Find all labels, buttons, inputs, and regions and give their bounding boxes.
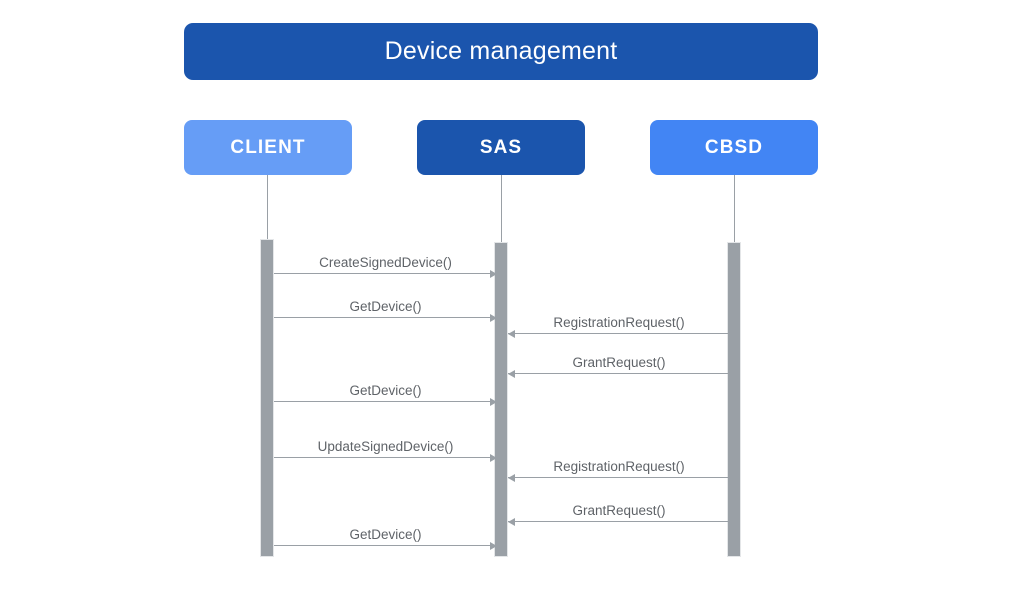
message-label: RegistrationRequest() [553, 458, 685, 474]
arrow-right-icon [490, 397, 497, 406]
actor-label-cbsd: CBSD [704, 137, 764, 158]
message-label: GrantRequest() [572, 354, 666, 370]
message-grant-request-2[interactable]: GrantRequest() [508, 492, 730, 526]
message-create-signed-device[interactable]: CreateSignedDevice() [274, 244, 497, 278]
message-line [274, 545, 497, 546]
message-get-device-3[interactable]: GetDevice() [274, 516, 497, 550]
actor-label-sas: SAS [479, 137, 523, 158]
message-label: GetDevice() [349, 298, 422, 314]
message-line [508, 477, 730, 478]
arrow-left-icon [508, 517, 515, 526]
arrow-left-icon [508, 369, 515, 378]
message-line [508, 333, 730, 334]
actor-label-client: CLIENT [230, 137, 306, 158]
arrow-right-icon [490, 453, 497, 462]
actor-box-sas[interactable]: SAS [417, 120, 585, 175]
message-label: CreateSignedDevice() [319, 254, 452, 270]
message-line [274, 401, 497, 402]
activation-bar-client [260, 239, 274, 557]
actor-box-cbsd[interactable]: CBSD [650, 120, 818, 175]
message-line [274, 457, 497, 458]
actor-box-client[interactable]: CLIENT [184, 120, 352, 175]
message-label: GetDevice() [349, 382, 422, 398]
message-get-device-2[interactable]: GetDevice() [274, 372, 497, 406]
message-label: UpdateSignedDevice() [317, 438, 454, 454]
message-label: GetDevice() [349, 526, 422, 542]
message-registration-request-2[interactable]: RegistrationRequest() [508, 448, 730, 482]
diagram-title-banner: Device management [184, 23, 818, 80]
activation-bar-cbsd [727, 242, 741, 557]
message-label: GrantRequest() [572, 502, 666, 518]
page-title: Device management [384, 37, 618, 65]
message-grant-request-1[interactable]: GrantRequest() [508, 344, 730, 378]
message-get-device-1[interactable]: GetDevice() [274, 288, 497, 322]
arrow-left-icon [508, 329, 515, 338]
message-line [508, 373, 730, 374]
message-line [508, 521, 730, 522]
message-label: RegistrationRequest() [553, 314, 685, 330]
arrow-right-icon [490, 541, 497, 550]
message-line [274, 317, 497, 318]
message-update-signed-device[interactable]: UpdateSignedDevice() [274, 428, 497, 462]
arrow-right-icon [490, 313, 497, 322]
message-line [274, 273, 497, 274]
message-registration-request-1[interactable]: RegistrationRequest() [508, 304, 730, 338]
arrow-left-icon [508, 473, 515, 482]
arrow-right-icon [490, 269, 497, 278]
